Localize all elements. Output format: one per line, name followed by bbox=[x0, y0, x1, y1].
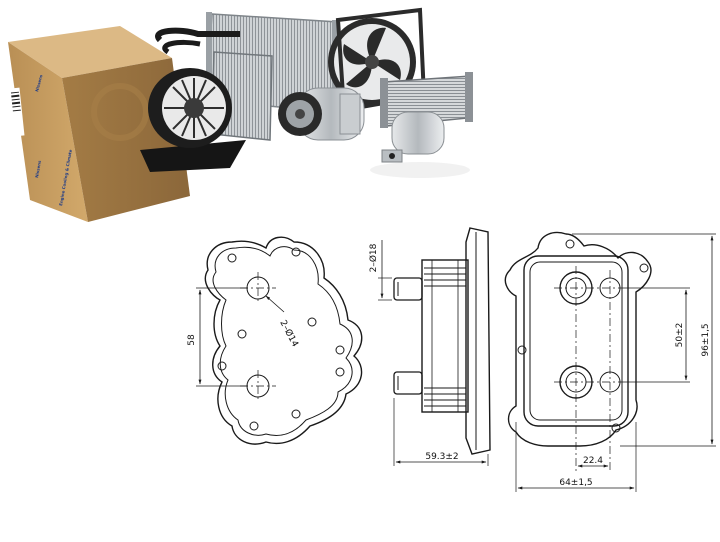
ac-compressor-icon bbox=[278, 87, 365, 141]
dim-port-callout: 2–Ø18 bbox=[368, 243, 379, 272]
dim-inner-height: 50±2 bbox=[675, 323, 685, 348]
rear-view bbox=[504, 231, 716, 492]
front-mount-hole bbox=[291, 409, 301, 419]
front-mount-hole bbox=[249, 421, 259, 431]
rear-plate-outline bbox=[504, 231, 652, 447]
rear-mount-hole bbox=[517, 345, 527, 355]
front-mount-hole bbox=[335, 367, 345, 377]
receiver-drier-icon bbox=[370, 111, 470, 178]
dim-depth: 59.3±2 bbox=[425, 452, 458, 462]
front-mount-hole bbox=[227, 253, 237, 263]
technical-drawing: 58 2–Ø14 2–Ø18 59.3±2 22.4 64±1,5 50±2 9… bbox=[187, 227, 716, 492]
dim-width: 64±1,5 bbox=[559, 478, 592, 488]
front-mount-hole bbox=[237, 329, 247, 339]
rear-mount-hole bbox=[639, 263, 649, 273]
front-mount-hole bbox=[217, 361, 227, 371]
side-top-port bbox=[393, 277, 423, 301]
product-photo: Nissens Nissens Engine Cooling & Climate bbox=[8, 7, 473, 222]
side-flange bbox=[465, 227, 491, 455]
front-plate-inner bbox=[212, 246, 353, 436]
side-view bbox=[378, 227, 491, 466]
dim-height: 96±1,5 bbox=[701, 323, 711, 356]
front-mount-hole bbox=[307, 317, 317, 327]
box-brand-label: Nissens bbox=[34, 74, 43, 93]
front-plate-outline bbox=[204, 236, 363, 445]
front-view bbox=[196, 236, 363, 445]
rear-mount-hole bbox=[611, 423, 621, 433]
box-logo-circle bbox=[91, 83, 149, 141]
dim-hole-callout: 2–Ø14 bbox=[277, 318, 300, 349]
side-core bbox=[421, 259, 469, 413]
side-bottom-port bbox=[393, 371, 423, 395]
rear-mount-hole bbox=[565, 239, 575, 249]
dim-hole-spacing: 58 bbox=[187, 334, 197, 346]
blower-motor-icon bbox=[140, 68, 246, 172]
front-mount-hole bbox=[335, 345, 345, 355]
dim-offset: 22.4 bbox=[583, 456, 603, 466]
front-mount-hole bbox=[291, 247, 301, 257]
box-brand-label-lower: Nissens bbox=[34, 160, 42, 179]
